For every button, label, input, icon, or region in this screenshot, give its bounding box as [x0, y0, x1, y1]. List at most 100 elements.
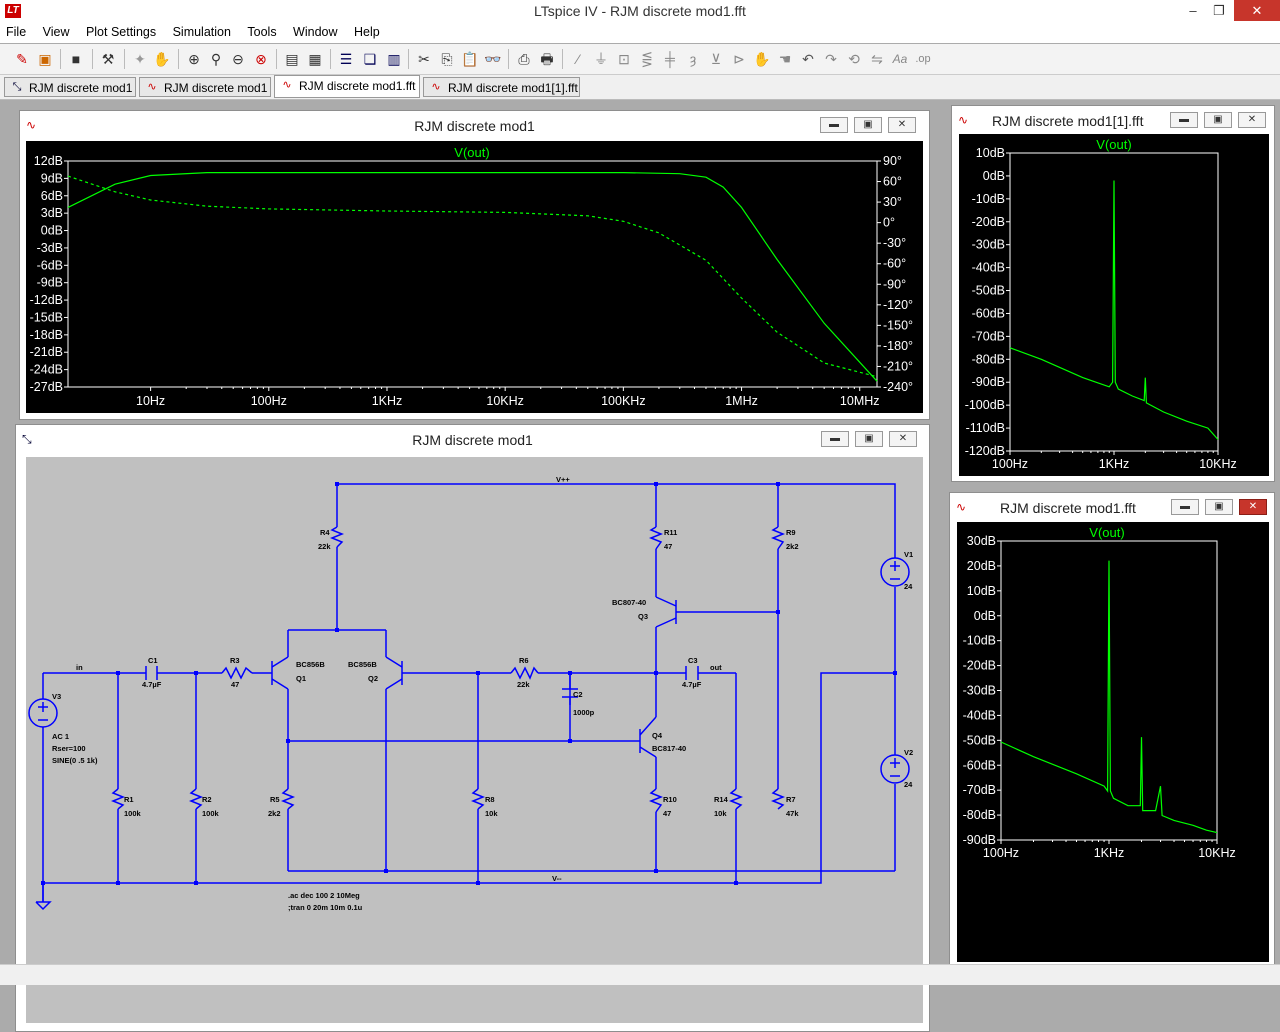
- minimize-button[interactable]: ▬: [1170, 112, 1198, 128]
- run-icon[interactable]: ✦: [134, 51, 146, 67]
- tab-fft[interactable]: ∿ RJM discrete mod1.fft: [274, 75, 420, 98]
- drag-hand-icon[interactable]: ☚: [778, 51, 792, 67]
- tab-ac-plot[interactable]: ∿ RJM discrete mod1: [139, 77, 271, 97]
- print-icon[interactable]: 🖶: [540, 51, 554, 67]
- trace-label-vout[interactable]: V(out): [454, 145, 489, 160]
- ltspice-app-icon[interactable]: LT: [5, 4, 21, 18]
- resistor-r10[interactable]: [648, 788, 664, 813]
- resistor-r6[interactable]: [510, 666, 539, 680]
- component-icon[interactable]: ⊳: [733, 51, 745, 67]
- zoom-fit-icon[interactable]: ⊗: [255, 51, 267, 67]
- resistor-r1[interactable]: [110, 788, 126, 810]
- close-button[interactable]: ✕: [889, 431, 917, 447]
- voltage-source-v2[interactable]: [880, 754, 910, 784]
- resistor-r2[interactable]: [188, 788, 204, 810]
- capacitor-c1[interactable]: [145, 666, 158, 680]
- resistor-r5[interactable]: [280, 788, 296, 810]
- resistor-r3[interactable]: [221, 666, 253, 680]
- maximize-button[interactable]: ▣: [855, 431, 883, 447]
- close-button[interactable]: ✕: [1234, 0, 1280, 21]
- trace-label-vout[interactable]: V(out): [1089, 525, 1124, 540]
- minimize-button[interactable]: ▬: [821, 431, 849, 447]
- pick-visible-traces-icon[interactable]: ▦: [308, 51, 322, 67]
- paste-icon[interactable]: 📋: [461, 51, 479, 67]
- cascade-icon[interactable]: ❏: [363, 51, 377, 67]
- window-titlebar[interactable]: ⤡ RJM discrete mod1 ▬ ▣ ✕: [16, 425, 929, 453]
- series-vout[interactable]: [1009, 180, 1219, 440]
- maximize-button[interactable]: ▣: [1205, 499, 1233, 515]
- resistor-r7[interactable]: [770, 788, 786, 810]
- menu-help[interactable]: Help: [353, 25, 380, 39]
- minimize-button[interactable]: ▬: [1171, 499, 1199, 515]
- mirror-icon[interactable]: ⇋: [871, 51, 883, 67]
- fft1-plot-window[interactable]: ∿ RJM discrete mod1[1].fft ▬ ▣ ✕ V(out) …: [951, 105, 1275, 482]
- new-schematic-icon[interactable]: ✎: [16, 51, 28, 67]
- net-label-vmm[interactable]: V--: [552, 874, 562, 883]
- resistor-r4[interactable]: [329, 526, 345, 548]
- schematic-window[interactable]: ⤡ RJM discrete mod1 ▬ ▣ ✕: [15, 424, 930, 1032]
- voltage-source-v1[interactable]: [880, 557, 910, 587]
- find-binoculars-icon[interactable]: 👓: [484, 51, 502, 67]
- net-label-vpp[interactable]: V++: [556, 475, 570, 484]
- maximize-button[interactable]: ▣: [854, 117, 882, 133]
- fft2-plot-window[interactable]: ∿ RJM discrete mod1.fft ▬ ▣ ✕ V(out) 30d…: [949, 492, 1275, 968]
- autorange-icon[interactable]: ▤: [285, 51, 299, 67]
- minimize-button[interactable]: –: [1189, 3, 1197, 18]
- transistor-q3[interactable]: [655, 596, 677, 628]
- spice-directive-icon[interactable]: .op: [915, 53, 931, 65]
- maximize-button[interactable]: ▣: [1204, 112, 1232, 128]
- open-file-icon[interactable]: ▣: [38, 51, 52, 67]
- tab-fft-1[interactable]: ∿ RJM discrete mod1[1].fft: [423, 77, 580, 97]
- net-label-out[interactable]: out: [710, 663, 722, 672]
- window-titlebar[interactable]: ∿ RJM discrete mod1 ▬ ▣ ✕: [20, 111, 929, 139]
- copy-icon[interactable]: ⎘: [441, 51, 453, 67]
- ac-plot-area[interactable]: V(out) 12dB9dB6dB3dB0dB-3dB-6dB-9dB-12dB…: [26, 141, 923, 413]
- restore-button[interactable]: ❐: [1213, 3, 1225, 18]
- close-button[interactable]: ✕: [1238, 112, 1266, 128]
- capacitor-c3[interactable]: [685, 666, 699, 680]
- spice-directive-ac[interactable]: .ac dec 100 2 10Meg: [288, 891, 360, 900]
- tab-schematic[interactable]: ⤡ RJM discrete mod1: [4, 77, 136, 97]
- save-icon[interactable]: ■: [71, 51, 81, 67]
- menu-window[interactable]: Window: [293, 25, 338, 39]
- capacitor-c2[interactable]: [562, 688, 578, 698]
- resistor-r11[interactable]: [648, 526, 664, 550]
- menu-file[interactable]: File: [6, 25, 27, 39]
- menu-view[interactable]: View: [42, 25, 70, 39]
- resistor-icon[interactable]: ⋚: [641, 51, 653, 67]
- ground-icon[interactable]: ⏚: [594, 51, 608, 67]
- transistor-q1[interactable]: [271, 656, 289, 690]
- trace-label-vout[interactable]: V(out): [1096, 137, 1131, 152]
- window-titlebar[interactable]: ∿ RJM discrete mod1[1].fft ▬ ▣ ✕: [952, 106, 1274, 134]
- zoom-in-icon[interactable]: ⊕: [188, 51, 200, 67]
- schematic-canvas[interactable]: V++ V-- in out R4 22k R11 47 R9 2k2 BC80…: [26, 457, 923, 1023]
- menu-simulation[interactable]: Simulation: [172, 25, 231, 39]
- tile-vertical-icon[interactable]: ▥: [387, 51, 401, 67]
- resistor-r9[interactable]: [770, 526, 786, 550]
- undo-icon[interactable]: ↶: [802, 51, 814, 67]
- window-titlebar[interactable]: ∿ RJM discrete mod1.fft ▬ ▣ ✕: [950, 493, 1274, 521]
- text-icon[interactable]: Aa: [892, 52, 908, 66]
- net-label-in[interactable]: in: [76, 663, 83, 672]
- resistor-r14[interactable]: [728, 788, 744, 810]
- move-hand-icon[interactable]: ✋: [753, 51, 771, 67]
- menu-plot-settings[interactable]: Plot Settings: [85, 25, 157, 39]
- fft2-plot-area[interactable]: V(out) 30dB20dB10dB0dB-10dB-20dB-30dB-40…: [957, 522, 1269, 962]
- diode-icon[interactable]: ⊻: [710, 51, 722, 67]
- label-net-icon[interactable]: ⊡: [618, 51, 630, 67]
- inductor-icon[interactable]: ȝ: [689, 51, 697, 67]
- close-button[interactable]: ✕: [1239, 499, 1267, 515]
- minimize-button[interactable]: ▬: [820, 117, 848, 133]
- cut-icon[interactable]: ✂: [418, 51, 430, 67]
- resistor-r8[interactable]: [470, 788, 486, 810]
- spice-directive-tran[interactable]: ;tran 0 20m 10m 0.1u: [288, 903, 363, 912]
- series-vout[interactable]: [1000, 560, 1218, 834]
- fft1-plot-area[interactable]: V(out) 10dB0dB-10dB-20dB-30dB-40dB-50dB-…: [959, 134, 1269, 476]
- voltage-source-v3[interactable]: [28, 698, 58, 728]
- zoom-area-icon[interactable]: ⚲: [210, 51, 222, 67]
- transistor-q2[interactable]: [385, 656, 403, 690]
- tile-horizontal-icon[interactable]: ☰: [339, 51, 353, 67]
- series-vout[interactable]: [67, 172, 878, 382]
- zoom-out-icon[interactable]: ⊖: [232, 51, 244, 67]
